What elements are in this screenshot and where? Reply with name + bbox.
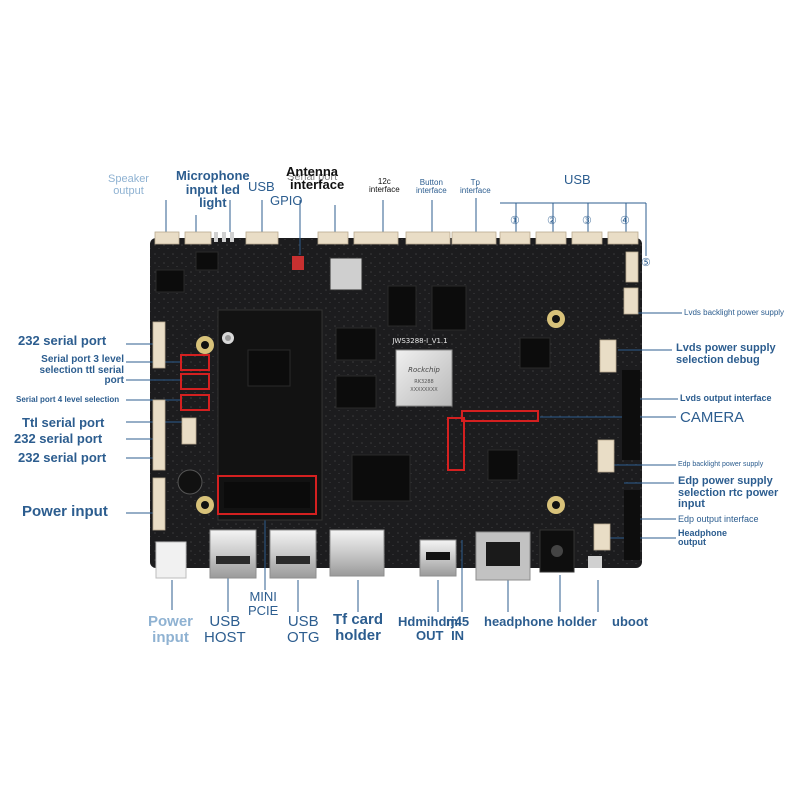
- soc-chip: [395, 349, 453, 407]
- label-uboot: uboot: [612, 614, 649, 629]
- label-serial3-level: Serial port 3 level selection ttl serial…: [39, 354, 124, 386]
- bottom-ports: [155, 529, 602, 581]
- label-antenna-interface: interface: [290, 177, 345, 192]
- label-antenna: Antenna: [286, 164, 338, 179]
- label-power-input-left: Power input: [22, 503, 108, 520]
- chip-line2: XXXXXXXX: [410, 387, 438, 393]
- mounting-holes: [196, 310, 565, 514]
- label-serial-port-overlap: Serial port: [287, 171, 338, 183]
- label-button-interface: Button interface: [416, 178, 447, 196]
- lvds-header: [622, 370, 640, 560]
- label-headphone-holder: headphone holder: [484, 614, 597, 629]
- left-connectors: [152, 321, 197, 531]
- label-hdmi-out: Hdmihdmi OUT: [398, 614, 462, 643]
- label-232-serial-1: 232 serial port: [18, 333, 107, 348]
- capacitor: [177, 469, 203, 495]
- label-speaker-output: Speaker output: [108, 173, 149, 197]
- usb-num-5: ⑤: [641, 257, 651, 269]
- label-serial4-level: Serial port 4 level selection: [16, 395, 120, 404]
- label-power-input-bottom: Power input: [148, 613, 194, 646]
- label-lvds-output: Lvds output interface: [680, 393, 772, 403]
- label-i2c: 12c interface: [369, 177, 400, 195]
- usb-num-1: ①: [510, 215, 520, 227]
- label-usb-otg: USB OTG: [287, 613, 320, 646]
- label-tf-card: Tf card holder: [333, 611, 384, 644]
- label-rj45-in: rj45 IN: [446, 614, 470, 643]
- right-connectors: [593, 339, 617, 551]
- chip-brand: Rockchip: [408, 366, 440, 374]
- label-232-serial-2: 232 serial port: [14, 431, 103, 446]
- label-edp-output: Edp output interface: [678, 514, 759, 524]
- label-lvds-power: Lvds power supply selection debug: [676, 342, 776, 366]
- top-connectors: [154, 231, 639, 315]
- label-232-serial-3: 232 serial port: [18, 450, 107, 465]
- label-usb-top-left: USB: [248, 179, 275, 194]
- label-edp-power: Edp power supply selection rtc power inp…: [678, 475, 779, 511]
- usb-num-3: ③: [582, 215, 592, 227]
- label-edp-backlight: Edp backlight power supply: [678, 461, 764, 468]
- label-camera: CAMERA: [680, 409, 745, 426]
- label-microphone: Microphone input led light: [176, 168, 250, 211]
- label-ttl-serial: Ttl serial port: [22, 415, 105, 430]
- label-mini-pcie: MINI PCIE: [248, 589, 279, 618]
- board-model: JWS3288-I_V1.1: [391, 337, 447, 345]
- label-headphone-output: Headphone output: [678, 528, 728, 548]
- label-tp-interface: Tp interface: [460, 178, 491, 196]
- label-usb-host: USB HOST: [204, 613, 246, 646]
- chip-line1: RK3288: [414, 379, 433, 385]
- usb-num-2: ②: [547, 215, 557, 227]
- usb-num-4: ④: [620, 215, 630, 227]
- highlights: [180, 354, 539, 515]
- chips: [155, 251, 551, 502]
- label-gpio: GPIO: [270, 193, 303, 208]
- label-lvds-backlight: Lvds backlight power supply: [684, 308, 785, 317]
- label-usb-top-right: USB: [564, 172, 591, 187]
